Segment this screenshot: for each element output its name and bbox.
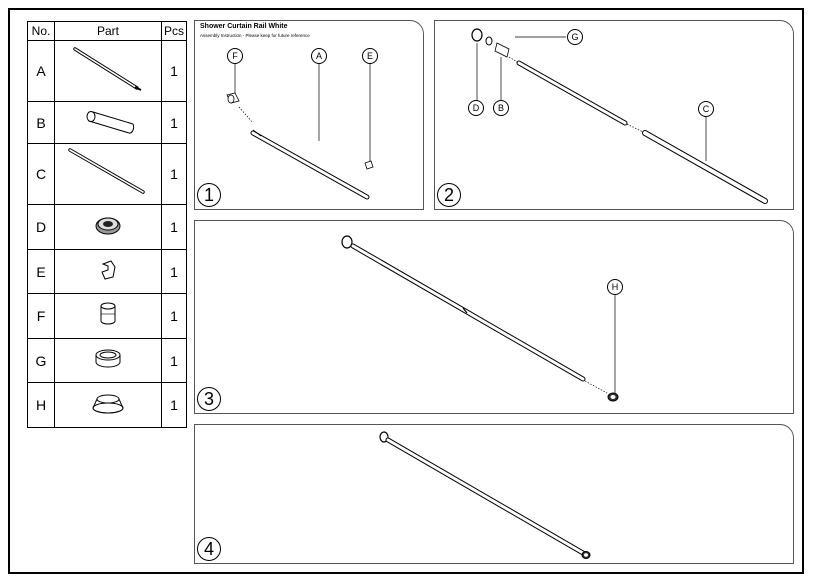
step-4-panel: 4	[194, 424, 794, 564]
part-image	[54, 143, 162, 205]
long-rod-icon	[68, 148, 145, 194]
parts-table: No. Part Pcs A 1 B 1 C	[27, 21, 187, 428]
label-a: A	[311, 48, 327, 64]
part-qty: 1	[161, 249, 187, 294]
part-qty: 1	[161, 204, 187, 250]
step-3-drawing	[341, 235, 619, 402]
header-part: Part	[54, 21, 162, 41]
label-c: C	[698, 101, 714, 117]
label-e: E	[362, 48, 378, 64]
step-number: 1	[197, 183, 221, 207]
table-row: C 1	[27, 143, 187, 205]
part-qty: 1	[161, 382, 187, 428]
part-letter: C	[27, 143, 55, 205]
header-no: No.	[27, 21, 55, 41]
end-cap-ring-icon	[95, 217, 121, 235]
part-letter: A	[27, 40, 55, 102]
small-cap-icon	[100, 302, 116, 325]
header-pcs: Pcs	[161, 21, 187, 41]
wall-mount-cap-icon	[92, 394, 124, 414]
table-row: G 1	[27, 338, 187, 383]
part-image	[54, 293, 162, 339]
part-letter: F	[27, 293, 55, 339]
step-number: 4	[197, 537, 221, 561]
diagram-subtitle: Assembly Instruction - Please keep for f…	[200, 33, 310, 38]
part-image	[54, 338, 162, 383]
label-h: H	[607, 279, 623, 295]
part-letter: E	[27, 249, 55, 294]
table-row: F 1	[27, 293, 187, 339]
frame-border	[8, 8, 804, 574]
table-row: D 1	[27, 204, 187, 250]
label-b: B	[493, 100, 509, 116]
step-1-panel: Shower Curtain Rail White Assembly Instr…	[194, 20, 424, 210]
step-1-drawing	[226, 63, 374, 200]
step-3-panel: H 3	[194, 220, 794, 414]
part-qty: 1	[161, 338, 187, 383]
table-row: B 1	[27, 101, 187, 144]
clip-icon	[101, 260, 116, 280]
rod-with-pin-icon	[73, 47, 142, 91]
ring-icon	[95, 349, 121, 368]
part-letter: H	[27, 382, 55, 428]
step-number: 2	[437, 183, 461, 207]
part-letter: D	[27, 204, 55, 250]
part-image	[54, 382, 162, 428]
table-row: E 1	[27, 249, 187, 294]
part-qty: 1	[161, 293, 187, 339]
label-f: F	[227, 48, 243, 64]
part-qty: 1	[161, 143, 187, 205]
part-image	[54, 40, 162, 102]
part-letter: B	[27, 101, 55, 144]
part-qty: 1	[161, 40, 187, 102]
table-row: A 1	[27, 40, 187, 102]
step-4-drawing	[379, 431, 591, 559]
part-image	[54, 204, 162, 250]
table-header-row: No. Part Pcs	[27, 21, 187, 41]
label-g: G	[567, 29, 583, 45]
part-image	[54, 101, 162, 144]
label-d: D	[468, 100, 484, 116]
part-letter: G	[27, 338, 55, 383]
part-image	[54, 249, 162, 294]
table-row: H 1	[27, 382, 187, 428]
step-number: 3	[197, 387, 221, 411]
sleeve-tube-icon	[86, 111, 135, 134]
step-2-panel: G D B C 2	[434, 20, 794, 210]
cap-f-shape	[226, 92, 240, 104]
diagram-title: Shower Curtain Rail White	[200, 23, 288, 30]
part-qty: 1	[161, 101, 187, 144]
step-2-drawing	[471, 28, 768, 204]
